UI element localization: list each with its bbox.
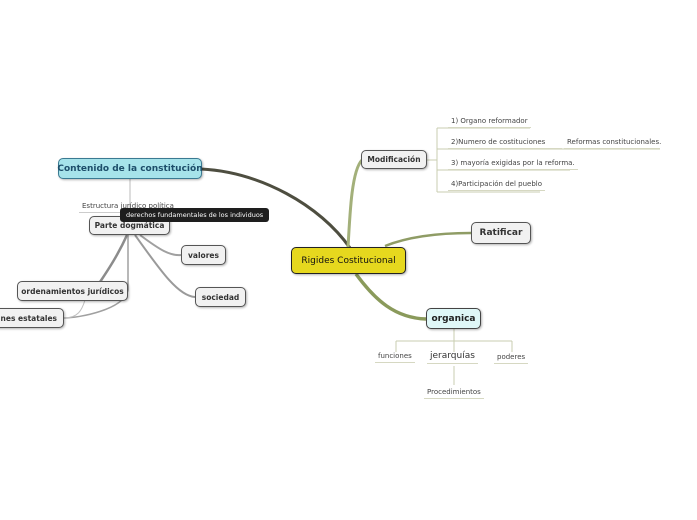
leaf-funciones[interactable]: funciones <box>375 352 415 363</box>
parte-dogmatica-label: Parte dogmática <box>94 221 165 230</box>
modificacion-label: Modificación <box>367 155 421 164</box>
link-fines <box>63 235 129 319</box>
valores-label: valores <box>188 250 219 260</box>
leaf-numero-costituciones[interactable]: 2)Numero de costituciones <box>448 138 562 149</box>
leaf-procedimientos[interactable]: Procedimientos <box>424 388 484 399</box>
leaf-participacion-pueblo[interactable]: 4)Participación del pueblo <box>448 180 545 191</box>
central-label: Rigides Costitucional <box>301 255 396 266</box>
link-org-leaves <box>395 329 513 385</box>
node-sociedad[interactable]: sociedad <box>195 287 246 307</box>
node-contenido-constitucion[interactable]: Contenido de la constitución <box>57 158 203 179</box>
link-modificacion <box>346 158 364 249</box>
leaf-reformas-constitucionales[interactable]: Reformas constitucionales. <box>564 138 661 149</box>
node-ratificar[interactable]: Ratificar <box>471 222 531 244</box>
node-organica[interactable]: organica <box>426 308 481 329</box>
ratificar-label: Ratificar <box>479 228 523 238</box>
link-organica <box>354 272 427 321</box>
leaf-mayoria-exigidas[interactable]: 3) mayoría exigidas por la reforma. <box>448 159 578 170</box>
node-ordenamientos-juridicos[interactable]: ordenamientos jurídicos <box>17 281 128 301</box>
link-ratificar <box>384 231 472 248</box>
link-fines-branch <box>63 299 86 319</box>
link-mod-leaves <box>426 127 570 193</box>
node-modificacion[interactable]: Modificación <box>361 150 427 169</box>
leaf-organo-reformador[interactable]: 1) Organo reformador <box>448 117 531 128</box>
tooltip-derechos-fundamentales: derechos fundamentales de los individuos <box>120 208 270 222</box>
node-fines-estatales[interactable]: fines estatales <box>0 308 64 328</box>
contenido-label: Contenido de la constitución <box>57 163 203 174</box>
central-node[interactable]: Rigides Costitucional <box>291 247 406 274</box>
organica-label: organica <box>431 313 476 324</box>
link-sociedad <box>134 234 196 298</box>
leaf-poderes[interactable]: poderes <box>494 353 529 364</box>
link-ordenamientos <box>98 234 129 283</box>
link-contenido <box>200 167 352 249</box>
link-valores <box>139 234 182 257</box>
ordenamientos-label: ordenamientos jurídicos <box>21 286 124 296</box>
fines-estatales-label: fines estatales <box>0 313 58 323</box>
node-valores[interactable]: valores <box>181 245 226 265</box>
sociedad-label: sociedad <box>201 292 240 302</box>
leaf-jerarquias[interactable]: jerarquías <box>427 351 478 364</box>
